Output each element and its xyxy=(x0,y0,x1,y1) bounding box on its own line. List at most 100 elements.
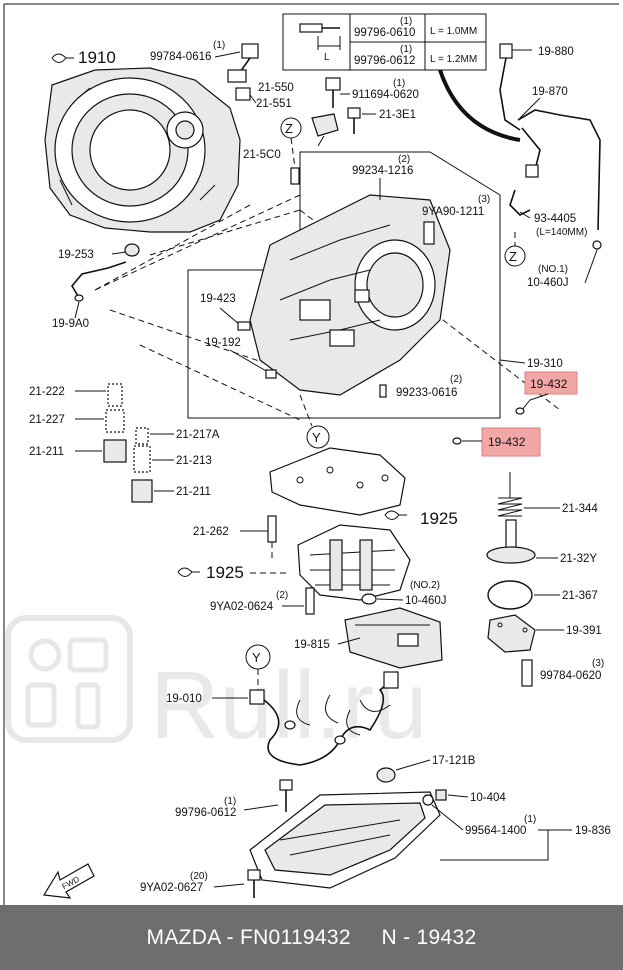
label-19-010: 19-010 xyxy=(166,693,202,705)
table-qty-1: (1) xyxy=(400,16,412,27)
spring-21-344 xyxy=(497,497,523,517)
arrow-hand-icon-1925b xyxy=(177,567,200,577)
table-spec-2: L = 1.2MM xyxy=(430,54,477,65)
ref-circle-z-right: Z xyxy=(504,245,526,267)
plug-10-404 xyxy=(422,789,447,806)
dipstick-assembly xyxy=(438,43,602,250)
label-19-391: 19-391 xyxy=(566,625,602,637)
qty-99784-0620: (3) xyxy=(592,658,604,669)
guide-lines xyxy=(94,194,561,421)
pin-21-5c0 xyxy=(290,167,300,185)
highlight-19-432-a: 19-432 xyxy=(524,371,578,395)
label-no1: (NO.1) xyxy=(538,264,568,275)
label-10-460j-a: 10-460J xyxy=(527,277,569,289)
oring-19-432-a xyxy=(515,407,525,415)
ref-z-label-top: Z xyxy=(285,121,293,136)
ref-z-label-right: Z xyxy=(509,249,517,264)
label-99234-1216: 99234-1216 xyxy=(352,165,413,177)
sensor-21-550 xyxy=(311,113,339,147)
watermark: Rull.ru xyxy=(5,615,427,759)
label-93-4405-note: (L=140MM) xyxy=(536,227,587,238)
label-21-5c0: 21-5C0 xyxy=(243,149,281,161)
oil-pan-19-836 xyxy=(249,791,441,889)
label-9ya02-0624: 9YA02-0624 xyxy=(210,601,274,613)
qty-99233: (2) xyxy=(450,374,462,385)
table-spec-1: L = 1.0MM xyxy=(430,26,477,37)
qty-9ya90: (3) xyxy=(478,194,490,205)
cover-19-391 xyxy=(487,614,536,653)
bolt-99784-0620 xyxy=(521,659,533,687)
table-part-2: 99796-0612 xyxy=(354,55,415,67)
oring-10-460j xyxy=(361,593,377,605)
label-21-3e1: 21-3E1 xyxy=(379,109,416,121)
control-valve-body xyxy=(249,194,451,396)
label-21-217a: 21-217A xyxy=(176,429,220,441)
group-label-1910: 1910 xyxy=(78,48,116,67)
label-99564-1400: 99564-1400 xyxy=(465,825,526,837)
watermark-text: Rull.ru xyxy=(150,652,427,759)
qty-99234: (2) xyxy=(398,154,410,165)
label-9ya02-0627: 9YA02-0627 xyxy=(140,882,203,894)
bolt-9ya02-0624 xyxy=(305,587,315,615)
springs-left xyxy=(103,383,153,503)
ref-circle-z-top: Z xyxy=(280,117,302,139)
ref-y-label-low: Y xyxy=(252,650,261,665)
footer-bar: MAZDA - FN0119432 N - 19432 xyxy=(0,905,623,970)
bolt-21-3e1 xyxy=(347,107,361,134)
harness-19-010 xyxy=(249,671,399,766)
bolt-99233 xyxy=(379,384,387,398)
separator-plate xyxy=(269,447,406,516)
part-21-550 xyxy=(227,69,251,101)
label-21-211-a: 21-211 xyxy=(29,446,64,458)
part-17-121b xyxy=(376,767,396,783)
label-no2: (NO.2) xyxy=(410,580,440,591)
label-10-460j-b: 10-460J xyxy=(405,595,447,607)
label-21-227: 21-227 xyxy=(29,414,65,426)
transaxle-case xyxy=(44,67,241,233)
table-part-1: 99796-0610 xyxy=(354,27,415,39)
group-1910: 1910 xyxy=(51,48,116,67)
label-10-404: 10-404 xyxy=(470,792,506,804)
label-9ya90-1211: 9YA90-1211 xyxy=(422,206,484,218)
arrow-hand-icon-1925a xyxy=(384,510,407,520)
label-93-4405: 93-4405 xyxy=(534,213,576,225)
lower-valve-body xyxy=(297,524,411,601)
label-19-870: 19-870 xyxy=(532,86,568,98)
label-19-815: 19-815 xyxy=(294,639,330,651)
table-qty-2: (1) xyxy=(400,44,412,55)
label-99796-0612: 99796-0612 xyxy=(175,807,236,819)
qty-99784-0616: (1) xyxy=(213,40,225,51)
qty-99796-0612: (1) xyxy=(224,796,236,807)
bolt-9ya02-0627 xyxy=(247,869,261,898)
label-17-121b: 17-121B xyxy=(432,755,476,767)
label-21-213: 21-213 xyxy=(176,455,212,467)
label-21-550: 21-550 xyxy=(258,82,294,94)
ref-circle-y-mid: Y xyxy=(306,425,330,449)
label-19-253: 19-253 xyxy=(58,249,94,261)
bolt-911694 xyxy=(325,77,341,108)
label-19-836: 19-836 xyxy=(575,825,611,837)
label-21-211-b: 21-211 xyxy=(176,486,211,498)
label-19-9a0: 19-9A0 xyxy=(52,318,89,330)
label-21-222: 21-222 xyxy=(29,386,65,398)
label-99784-0616: 99784-0616 xyxy=(150,51,211,63)
ref-y-label-mid: Y xyxy=(312,430,321,445)
label-21-262: 21-262 xyxy=(193,526,229,538)
strainer-19-815 xyxy=(344,607,443,669)
label-21-551: 21-551 xyxy=(256,98,292,110)
part-19-423 xyxy=(237,321,251,331)
arrow-hand-icon xyxy=(51,53,74,63)
bolt-99796-0612 xyxy=(279,779,293,812)
label-19-310: 19-310 xyxy=(527,358,563,370)
footer-caption: MAZDA - FN0119432 N - 19432 xyxy=(146,925,477,949)
label-19-423: 19-423 xyxy=(200,293,236,305)
group-label-1925-b: 1925 xyxy=(206,563,244,582)
pipe-19-9a0 xyxy=(71,261,127,302)
part-19-253 xyxy=(124,243,140,257)
spacer-table: L (1) 99796-0610 L = 1.0MM (1) 99796-061… xyxy=(282,13,487,71)
label-21-32y: 21-32Y xyxy=(560,553,597,565)
highlight-19-432-b: 19-432 xyxy=(481,427,541,457)
part-19-192 xyxy=(265,369,277,379)
qty-911694: (1) xyxy=(393,78,405,89)
group-label-1925-a: 1925 xyxy=(420,509,458,528)
